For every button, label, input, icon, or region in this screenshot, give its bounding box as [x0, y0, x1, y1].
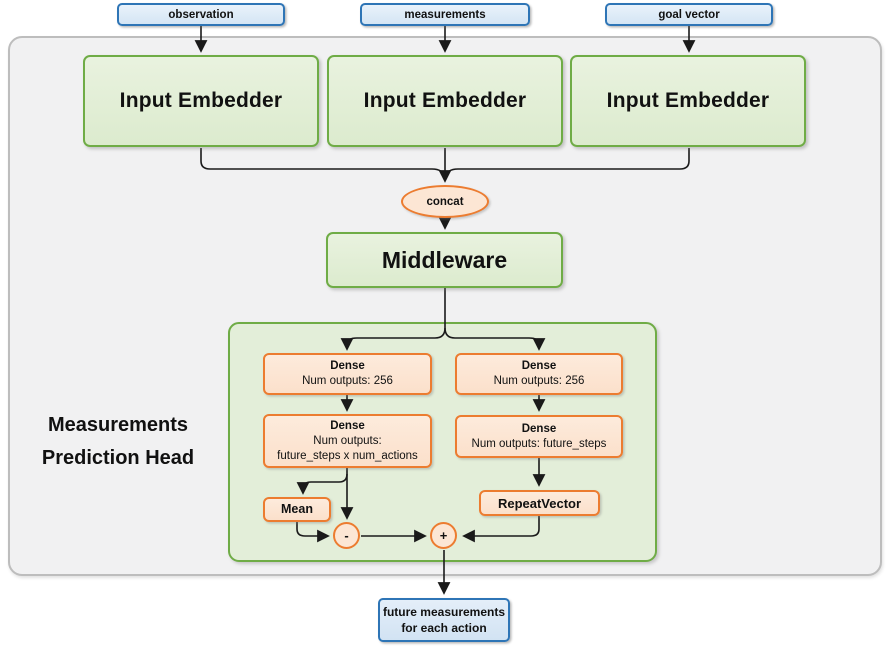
node-dense-right-2-detail: Num outputs: future_steps [471, 437, 607, 450]
prediction-head-title-line1: Measurements [47, 414, 189, 436]
node-middleware: Middleware [326, 232, 563, 288]
node-mean-label: Mean [281, 502, 313, 516]
node-concat-label: concat [426, 195, 464, 208]
node-dense-left-1: Dense Num outputs: 256 [263, 353, 432, 395]
node-dense-right-2-title: Dense [521, 422, 557, 435]
node-dense-left-2-detail2: future_steps x num_actions [277, 449, 418, 462]
node-input-embedder-3-label: Input Embedder [606, 89, 770, 112]
node-repeat-vector: RepeatVector [479, 490, 600, 516]
node-repeat-vector-label: RepeatVector [497, 495, 582, 511]
node-input-embedder-2-label: Input Embedder [363, 89, 527, 112]
node-minus-op: - [333, 522, 360, 549]
node-observation: observation [117, 3, 285, 26]
node-mean: Mean [263, 497, 331, 522]
node-dense-left-2-detail1: Num outputs: [313, 434, 382, 447]
node-input-embedder-1-label: Input Embedder [119, 89, 283, 112]
node-minus-op-label: - [344, 528, 349, 543]
node-plus-op-label: + [439, 528, 448, 543]
node-input-embedder-3: Input Embedder [570, 55, 806, 147]
node-dense-right-1: Dense Num outputs: 256 [455, 353, 623, 395]
node-dense-left-1-detail: Num outputs: 256 [302, 375, 393, 387]
node-concat: concat [401, 185, 489, 218]
node-dense-right-2: Dense Num outputs: future_steps [455, 415, 623, 458]
node-observation-label: observation [168, 8, 234, 21]
prediction-head-title: Measurements Prediction Head [10, 409, 226, 475]
node-input-embedder-1: Input Embedder [83, 55, 319, 147]
node-plus-op: + [430, 522, 457, 549]
node-measurements-label: measurements [404, 8, 486, 21]
node-dense-left-2-title: Dense [330, 419, 365, 432]
node-input-embedder-2: Input Embedder [327, 55, 563, 147]
node-goal-vector-label: goal vector [658, 8, 720, 21]
node-goal-vector: goal vector [605, 3, 773, 26]
node-output-line1: future measurements [382, 605, 506, 619]
prediction-head-title-line2: Prediction Head [41, 447, 195, 469]
node-output-line2: for each action [401, 621, 487, 635]
node-measurements: measurements [360, 3, 530, 26]
node-dense-left-2: Dense Num outputs: future_steps x num_ac… [263, 414, 432, 468]
node-dense-left-1-title: Dense [330, 360, 365, 372]
node-dense-right-1-title: Dense [521, 360, 557, 372]
node-middleware-label: Middleware [381, 246, 508, 273]
node-dense-right-1-detail: Num outputs: 256 [493, 375, 585, 387]
node-output: future measurements for each action [378, 598, 510, 642]
